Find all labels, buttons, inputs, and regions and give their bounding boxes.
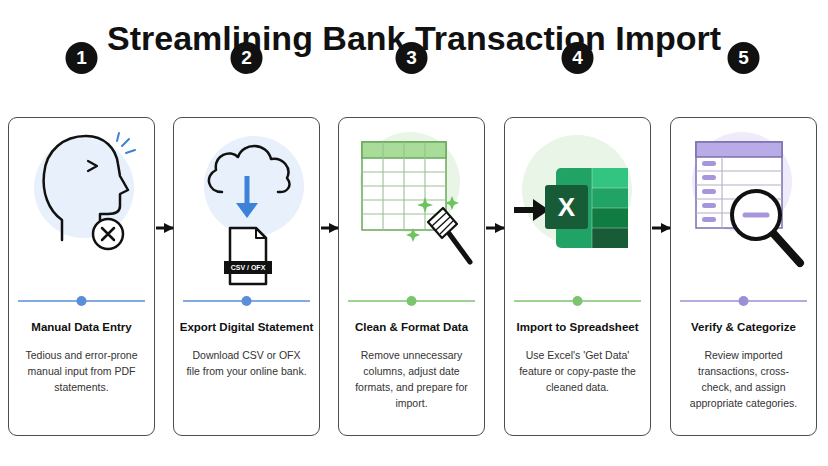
- step-heading: Manual Data Entry: [9, 320, 154, 335]
- step-heading: Clean & Format Data: [339, 320, 484, 335]
- step-number: 4: [562, 46, 594, 70]
- step-description: Review imported transactions, cross-chec…: [671, 347, 816, 411]
- step-card: Manual Data EntryTedious and error-prone…: [8, 117, 155, 436]
- flow-arrow: [156, 227, 173, 230]
- frustrated-head-icon: [34, 133, 135, 249]
- spreadsheet-clean-icon: [360, 132, 470, 262]
- step-dividers: [18, 296, 807, 306]
- step-number: 1: [66, 46, 98, 70]
- step-description: Use Excel's 'Get Data' feature or copy-p…: [505, 347, 650, 395]
- step-card: Export Digital StatementDownload CSV or …: [173, 117, 320, 436]
- excel-logo-letter: X: [545, 185, 588, 229]
- flow-arrow: [321, 227, 338, 230]
- step-card: Import to SpreadsheetUse Excel's 'Get Da…: [504, 117, 651, 436]
- step-heading: Export Digital Statement: [174, 320, 319, 335]
- step-number: 5: [728, 46, 760, 70]
- flow-arrow: [486, 227, 504, 230]
- excel-import-icon: [514, 135, 632, 248]
- step-heading: Import to Spreadsheet: [505, 320, 650, 335]
- step-card: Clean & Format DataRemove unnecessary co…: [338, 117, 485, 436]
- step-description: Remove unnecessary columns, adjust date …: [339, 347, 484, 411]
- step-heading: Verify & Categorize: [671, 320, 816, 335]
- step-number: 3: [396, 46, 428, 70]
- step-number-circles: [66, 42, 760, 74]
- step-number: 2: [231, 46, 263, 70]
- step-card: Verify & CategorizeReview imported trans…: [670, 117, 817, 436]
- verify-magnifier-icon: [692, 132, 800, 263]
- file-type-label: CSV / OFX: [224, 261, 272, 274]
- step-description: Tedious and error-prone manual input fro…: [9, 347, 154, 395]
- flow-arrow: [652, 227, 670, 230]
- step-description: Download CSV or OFX file from your onlin…: [174, 347, 319, 379]
- cloud-download-icon: [204, 136, 304, 284]
